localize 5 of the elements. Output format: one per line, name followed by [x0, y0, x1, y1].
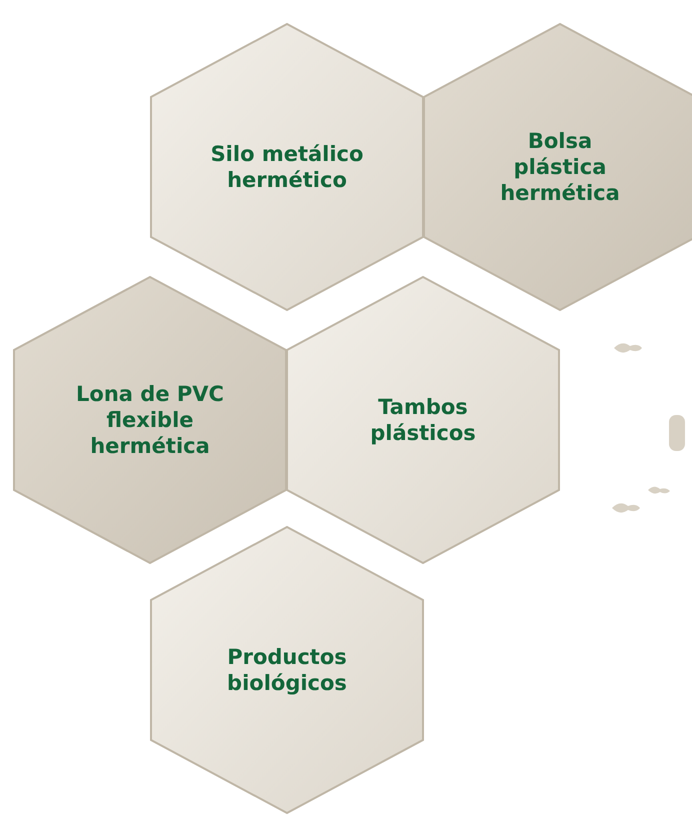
- hexagon-label: Productos biológicos: [226, 644, 348, 696]
- hexagon-label: Tambos plásticos: [369, 394, 477, 446]
- hexagon-label: Bolsa plástica hermética: [499, 128, 621, 206]
- hexagon-label: Lona de PVC flexible hermética: [75, 380, 225, 460]
- hexagon-label: Silo metálico hermético: [210, 140, 364, 194]
